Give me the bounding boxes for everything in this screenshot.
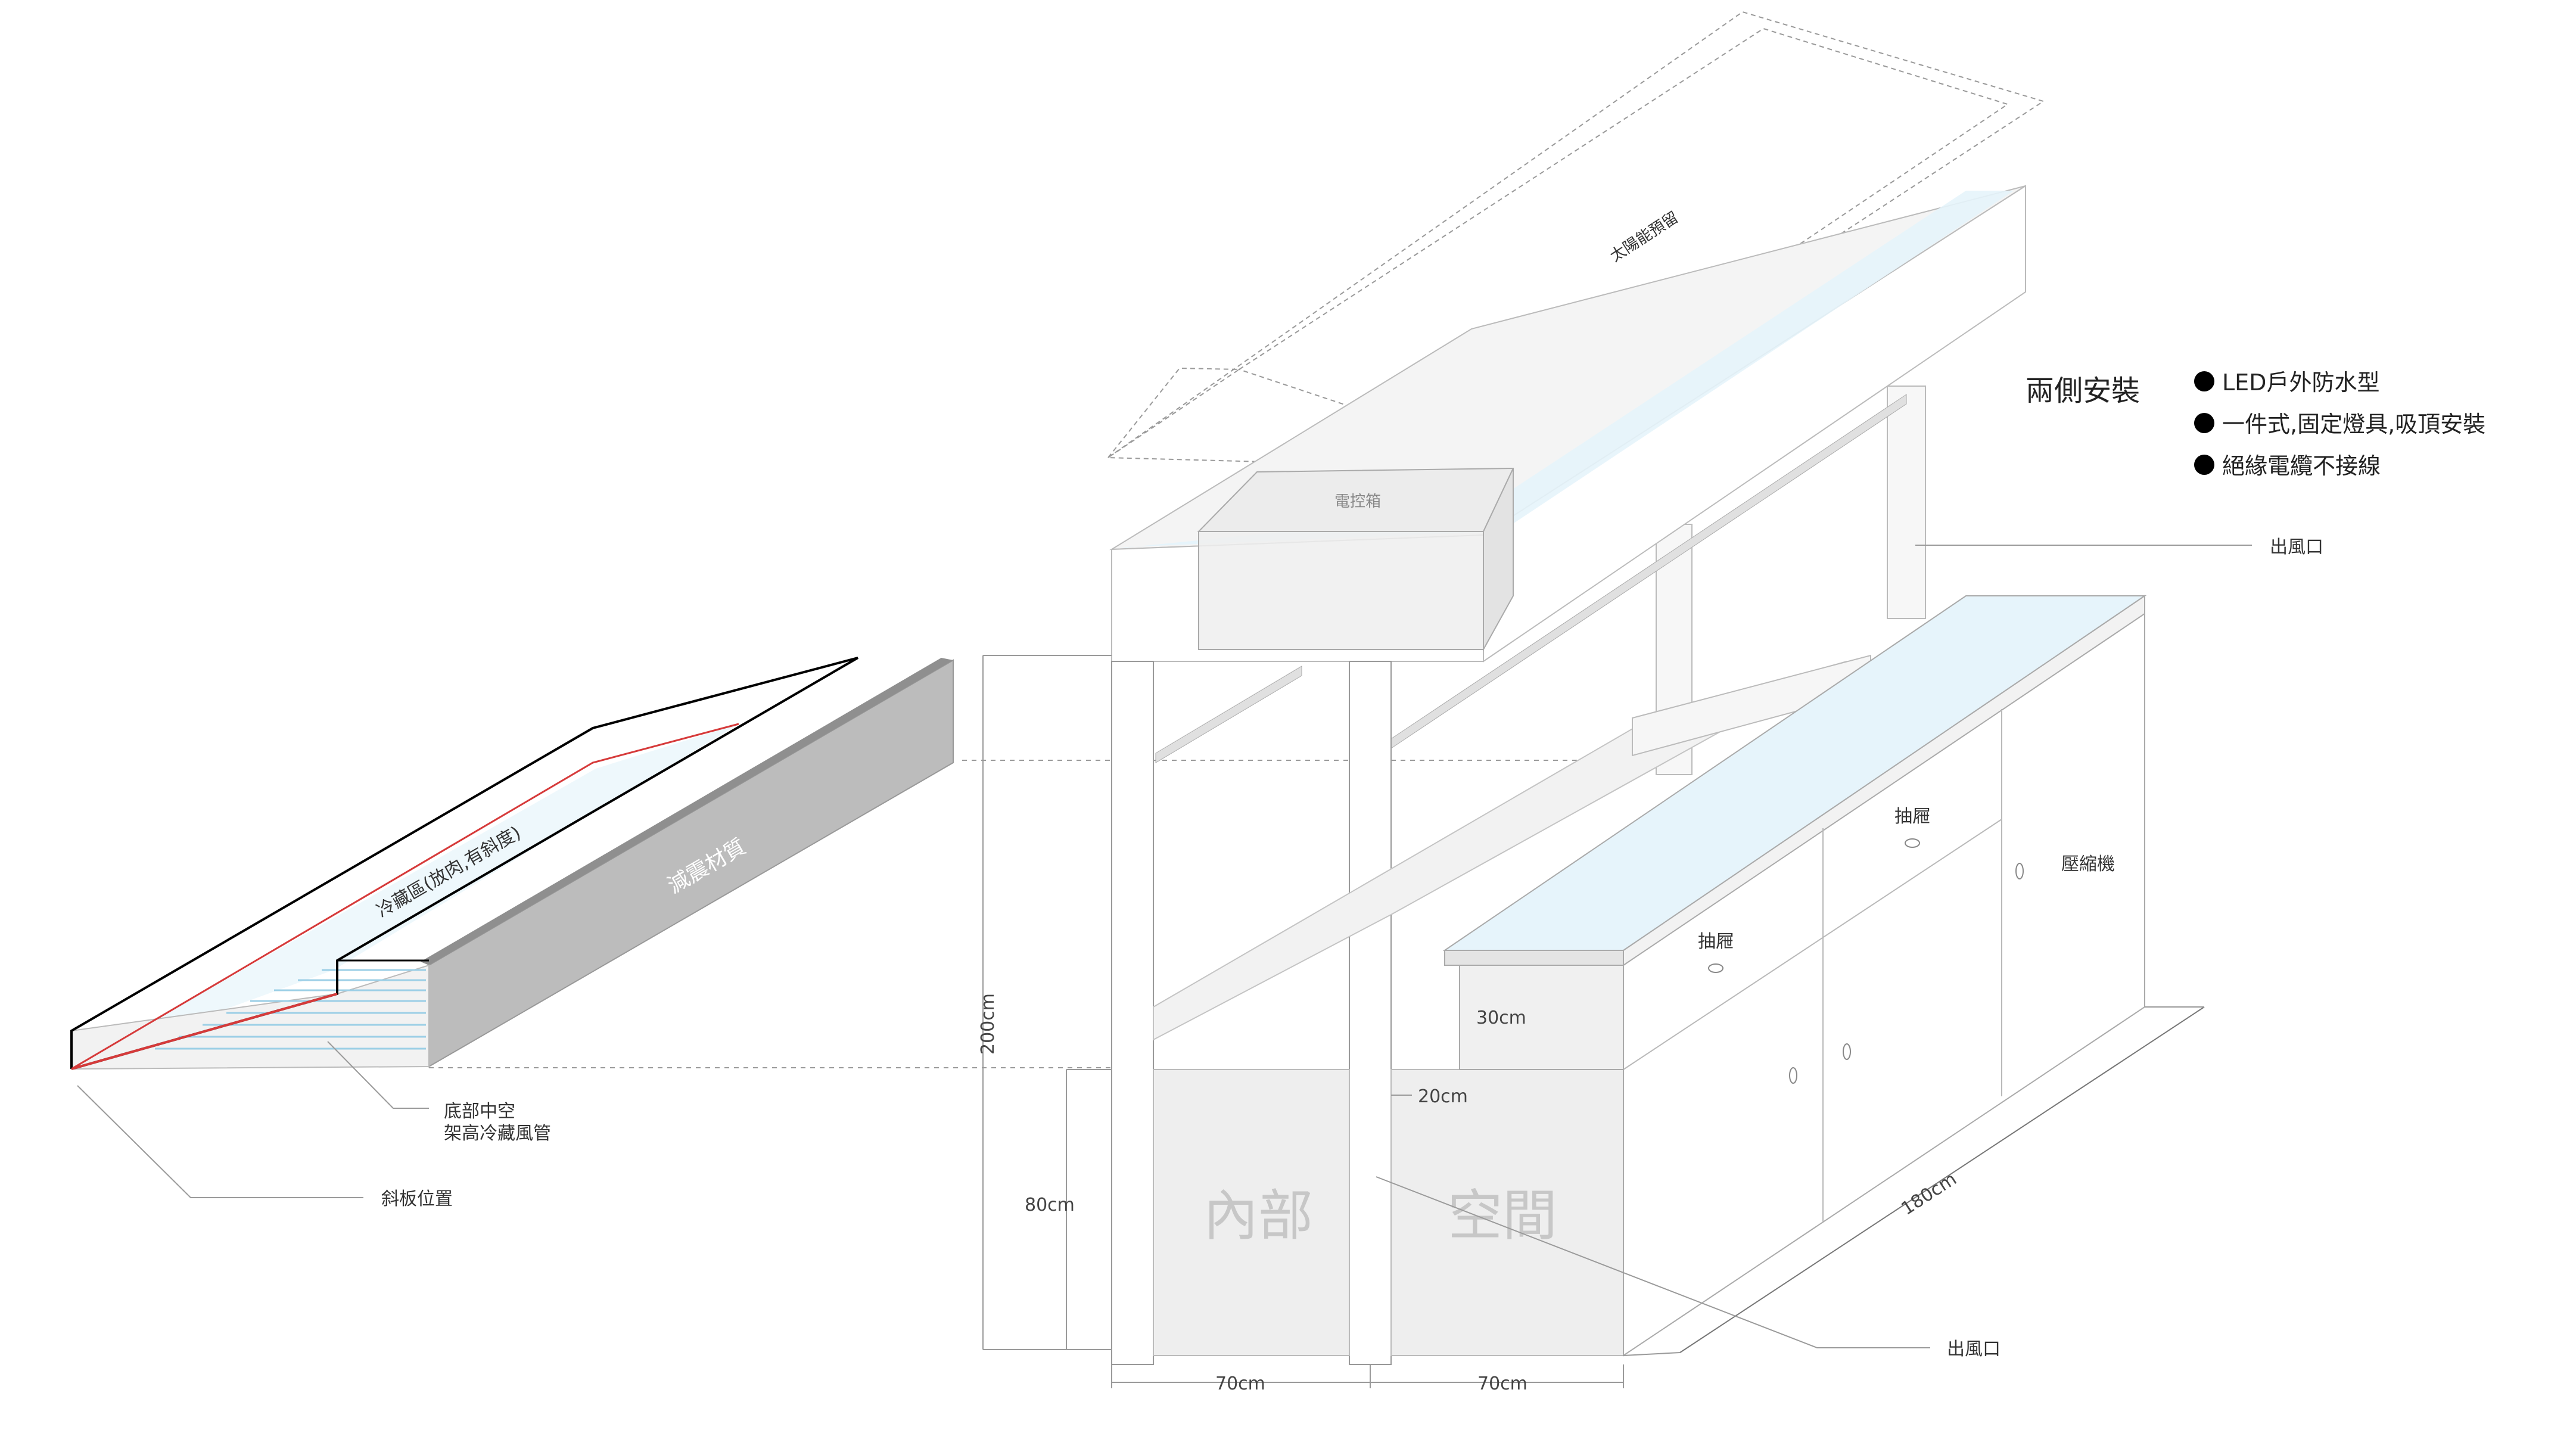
depth-dim-line [1679,1006,2205,1353]
height-dims: 200cm 80cm 30cm 20cm [978,655,1526,1350]
bullet-dot-1 [2194,371,2214,391]
door-handle-3 [2015,863,2024,879]
interior-label-left: 內部 [1203,1184,1313,1248]
interior-block-left [1153,1069,1350,1356]
hollow-label-1: 底部中空 [444,1101,515,1122]
counter-gap-label: 20cm [1418,1086,1468,1107]
slope-position-label: 斜板位置 [381,1189,453,1210]
drawer-handle-a [1708,963,1723,973]
install-notes: 兩側安裝 LED戶外防水型 一件式,固定燈具,吸頂安裝 絕緣電纜不接線 [2026,369,2485,479]
install-title: 兩側安裝 [2026,374,2140,408]
depth-dim-label: 180cm [1897,1168,1960,1219]
install-bullet-2: 一件式,固定燈具,吸頂安裝 [2222,411,2485,437]
control-box: 電控箱 [1197,467,1514,652]
control-box-label: 電控箱 [1334,493,1381,511]
outlet-top-label: 出風口 [2270,537,2323,558]
cold-storage-slab: 冷藏區(放肉,有斜度) 減震材質 [70,657,954,1070]
height-lower-label: 80cm [1025,1195,1075,1216]
bullet-dot-2 [2194,413,2214,433]
install-bullet-1: LED戶外防水型 [2222,369,2379,396]
outlet-bottom-leader [1376,1176,1930,1348]
width-left-label: 70cm [1215,1373,1265,1394]
interior-label-right: 空間 [1448,1184,1557,1248]
door-handle-2 [1843,1043,1851,1060]
front-post-left [1111,661,1154,1365]
install-bullet-3: 絕緣電纜不接線 [2222,453,2381,479]
cold-zone-tint [83,724,739,1061]
door-handle-1 [1789,1067,1797,1084]
width-right-label: 70cm [1477,1373,1527,1394]
front-post-mid [1349,661,1392,1365]
compressor-label: 壓縮機 [2061,854,2115,875]
counter-cabinet: 抽屜 抽屜 壓縮機 [1442,595,2147,1357]
counter-box-30 [1459,965,1624,1070]
counter-height-label: 30cm [1476,1008,1526,1028]
slope-leader [77,1085,363,1198]
interior-block-right [1390,1069,1624,1356]
solar-label: 太陽能預留 [1607,209,1681,266]
back-post-2 [1887,386,1926,619]
outlet-bottom-label: 出風口 [1947,1339,2001,1360]
hollow-label-2: 架高冷藏風管 [444,1123,551,1144]
slope-red-line [71,723,739,1070]
rail-lower [1155,666,1302,763]
hollow-leader [327,1041,429,1109]
width-dims: 70cm 70cm [1111,1364,1624,1394]
bullet-dot-3 [2194,455,2214,475]
drawer-label-a: 抽屜 [1698,931,1734,952]
drawer-label-b: 抽屜 [1894,806,1930,827]
drawer-handle-b [1905,838,1920,848]
damping-panel-top [421,658,953,965]
height-total-label: 200cm [978,993,998,1055]
hollow-duct-stripes [155,969,426,1050]
